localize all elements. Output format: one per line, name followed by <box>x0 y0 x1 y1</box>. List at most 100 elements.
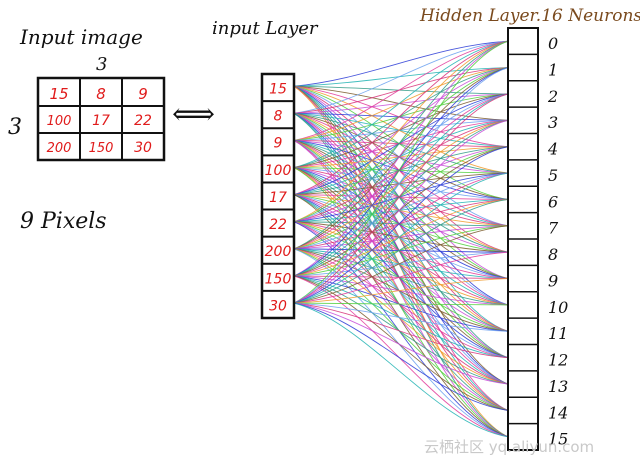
connection-line <box>293 302 509 438</box>
connection-line <box>293 119 509 168</box>
connection-line <box>293 112 509 148</box>
connection-line <box>293 278 509 304</box>
connection-line <box>293 40 509 168</box>
connection-line <box>293 302 509 306</box>
connection-line <box>293 112 509 227</box>
hidden-neuron-label: 8 <box>548 245 558 264</box>
connection-line <box>293 275 509 359</box>
input-neuron-value: 17 <box>269 190 287 206</box>
connection-line <box>293 194 509 306</box>
hidden-neuron-label: 12 <box>548 351 568 370</box>
hidden-neuron-label: 0 <box>548 34 558 53</box>
connection-line <box>293 40 509 196</box>
input-neuron-value: 8 <box>274 109 283 125</box>
grid-cell: 150 <box>89 141 114 156</box>
double-arrow-icon: ⟺ <box>172 97 215 132</box>
connection-line <box>293 93 509 304</box>
grid-cell: 15 <box>49 85 68 103</box>
connection-line <box>293 221 509 306</box>
input-image-grid: 15 8 9 100 17 22 200 150 30 <box>36 76 166 162</box>
connection-line <box>293 198 509 250</box>
connection-line <box>293 302 509 385</box>
grid-cell: 17 <box>92 113 110 129</box>
input-neuron-value: 15 <box>269 82 287 98</box>
grid-cell: 22 <box>134 113 152 129</box>
connection-line <box>293 221 509 227</box>
input-neuron-value: 200 <box>265 244 292 260</box>
hidden-neuron-label: 7 <box>548 219 559 238</box>
input-neuron-value: 150 <box>265 271 292 287</box>
connection-line <box>293 275 509 385</box>
connection-line <box>293 167 509 200</box>
connection-line <box>293 139 509 174</box>
connection-line <box>293 275 509 332</box>
connection-line <box>293 251 509 304</box>
hidden-layer-label: Hidden Layer.16 Neurons <box>419 6 640 26</box>
connection-line <box>293 67 509 304</box>
connection-line <box>293 85 509 279</box>
hidden-neuron-label: 2 <box>547 87 558 106</box>
grid-cell: 8 <box>96 85 106 103</box>
connection-line <box>293 194 509 280</box>
connection-line <box>293 112 509 200</box>
connection-line <box>293 67 509 141</box>
connection-line <box>293 40 509 223</box>
connection-line <box>293 221 509 253</box>
connection-line <box>293 172 509 223</box>
connection-line <box>293 139 509 280</box>
connection-line <box>293 167 509 306</box>
connection-line <box>293 225 509 250</box>
connection-line <box>293 139 509 200</box>
input-neuron-value: 9 <box>274 136 283 152</box>
connection-line <box>293 146 509 168</box>
connection-line <box>293 302 509 332</box>
grid-width-label: 3 <box>96 54 107 75</box>
grid-cell: 30 <box>134 140 152 156</box>
hidden-neuron-label: 11 <box>548 324 568 343</box>
connection-line <box>293 85 509 200</box>
connection-line <box>293 167 509 227</box>
connection-line <box>293 225 509 277</box>
connection-line <box>293 67 509 114</box>
connection-line <box>293 194 509 200</box>
pixels-label: 9 Pixels <box>20 209 107 234</box>
input-neuron-value: 22 <box>269 217 287 233</box>
connection-line <box>293 275 509 306</box>
connection-line <box>293 119 509 141</box>
connection-line <box>293 139 509 148</box>
hidden-neuron-label: 13 <box>548 377 568 396</box>
hidden-neuron-label: 6 <box>548 192 558 211</box>
connection-line <box>293 172 509 250</box>
connection-line <box>293 248 509 332</box>
connection-line <box>293 172 509 196</box>
hidden-neuron-label: 1 <box>548 60 558 79</box>
connection-line <box>293 167 509 174</box>
hidden-neuron-label: 5 <box>548 166 558 185</box>
grid-height-label: 3 <box>8 115 22 140</box>
connection-line <box>293 85 509 253</box>
connection-line <box>293 85 509 95</box>
hidden-neuron-label: 14 <box>548 403 568 422</box>
connection-lines <box>293 40 509 438</box>
connection-line <box>293 112 509 306</box>
connection-line <box>293 67 509 168</box>
input-image-label: Input image <box>19 25 143 49</box>
connection-line <box>293 67 509 87</box>
connection-line <box>293 167 509 253</box>
connection-line <box>293 146 509 196</box>
connection-line <box>293 40 509 277</box>
hidden-neuron-label: 10 <box>548 298 568 317</box>
grid-cell: 200 <box>47 141 72 156</box>
connection-line <box>293 139 509 253</box>
grid-cell: 100 <box>47 114 72 129</box>
connection-line <box>293 194 509 227</box>
input-neuron-value: 30 <box>269 298 287 314</box>
input-layer-label: input Layer <box>212 18 319 39</box>
connection-line <box>293 167 509 280</box>
grid-border <box>36 76 166 162</box>
connection-line <box>293 40 509 304</box>
